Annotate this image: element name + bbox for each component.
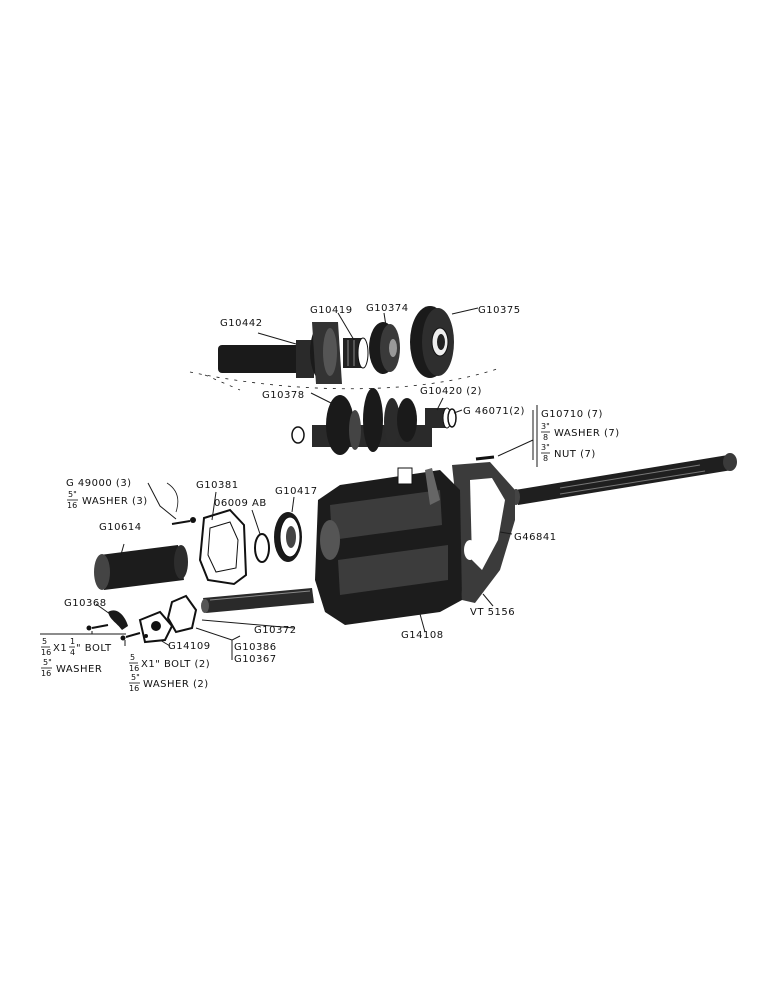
g10420-bearing-part bbox=[425, 407, 452, 429]
input-shaft-part bbox=[218, 322, 342, 384]
frac-washer-a-den: 16 bbox=[41, 669, 51, 678]
g10374-gear-part bbox=[369, 322, 400, 374]
label-06009ab: 06009 AB bbox=[214, 498, 267, 509]
g10386-gasket-part bbox=[166, 594, 198, 634]
label-g10386: G10386 bbox=[234, 642, 277, 653]
label-bolt-a-mid: X1 bbox=[53, 643, 67, 654]
g10417-bearing-part bbox=[274, 512, 302, 562]
guide-dashes bbox=[189, 367, 501, 391]
label-g10442: G10442 bbox=[220, 318, 263, 329]
label-g10417: G10417 bbox=[275, 486, 318, 497]
frac-washer-b-den: 16 bbox=[129, 684, 139, 693]
g10381-cover-part bbox=[198, 508, 248, 586]
frac-bolt-a-sub-num: 1 bbox=[70, 637, 75, 646]
label-washer-b: WASHER (2) bbox=[143, 679, 209, 690]
label-vt5156: VT 5156 bbox=[470, 607, 515, 618]
g14108-case-part bbox=[315, 467, 462, 625]
g10372-shaft-part bbox=[201, 588, 314, 613]
label-washer3: WASHER (3) bbox=[82, 496, 148, 507]
label-g10420: G10420 (2) bbox=[420, 386, 482, 397]
g10375-gear-part bbox=[410, 306, 454, 378]
frac-bolt-b-num: 5 bbox=[130, 653, 135, 662]
frac-washer7-num: 3" bbox=[541, 422, 550, 431]
label-g10419: G10419 bbox=[310, 305, 353, 316]
frac-washer7-den: 8 bbox=[543, 433, 548, 442]
label-g14109: G14109 bbox=[168, 641, 211, 652]
g10378-cluster-gear-part bbox=[291, 388, 432, 455]
g10419-bearing-part bbox=[343, 337, 369, 369]
g10368-part bbox=[86, 610, 128, 631]
frac-washer-a-num: 5" bbox=[43, 658, 52, 667]
g46841-gasket-part bbox=[452, 462, 515, 603]
label-g14108: G14108 bbox=[401, 630, 444, 641]
label-g10368: G10368 bbox=[64, 598, 107, 609]
label-washer7: WASHER (7) bbox=[554, 428, 620, 439]
label-g10367: G10367 bbox=[234, 654, 277, 665]
label-g49000: G 49000 (3) bbox=[66, 478, 132, 489]
g10614-sleeve-part bbox=[94, 545, 188, 590]
frac-washer3-num: 5" bbox=[68, 490, 77, 499]
frac-bolt-b-den: 16 bbox=[129, 664, 139, 673]
label-g46841: G46841 bbox=[514, 532, 557, 543]
label-g10381: G10381 bbox=[196, 480, 239, 491]
frac-nut7-num: 3" bbox=[541, 443, 550, 452]
label-bolt-a: " BOLT bbox=[76, 643, 112, 654]
label-g10378: G10378 bbox=[262, 390, 305, 401]
frac-nut7-den: 8 bbox=[543, 454, 548, 463]
g46071-washer-part bbox=[447, 408, 457, 428]
o6009-snap-ring-part bbox=[254, 533, 270, 563]
frac-bolt-a-den: 16 bbox=[41, 648, 51, 657]
label-washer-a: WASHER bbox=[56, 664, 102, 675]
g49000-bolt-part bbox=[166, 482, 196, 525]
frac-bolt-a-num: 5 bbox=[42, 637, 47, 646]
frac-bolt-a-sub-den: 4 bbox=[70, 648, 75, 657]
label-g10372: G10372 bbox=[254, 625, 297, 636]
label-g10375: G10375 bbox=[478, 305, 521, 316]
g14109-part bbox=[120, 610, 174, 644]
label-g46071: G 46071(2) bbox=[463, 406, 525, 417]
frac-washer-b-num: 5" bbox=[131, 673, 140, 682]
label-g10614: G10614 bbox=[99, 522, 142, 533]
label-g10374: G10374 bbox=[366, 303, 409, 314]
leader-lines bbox=[40, 307, 534, 660]
label-bolt-b: X1" BOLT (2) bbox=[141, 659, 210, 670]
stud-part bbox=[475, 455, 495, 461]
frac-washer3-den: 16 bbox=[67, 501, 77, 510]
label-g10710: G10710 (7) bbox=[541, 409, 603, 420]
label-nut7: NUT (7) bbox=[554, 449, 596, 460]
